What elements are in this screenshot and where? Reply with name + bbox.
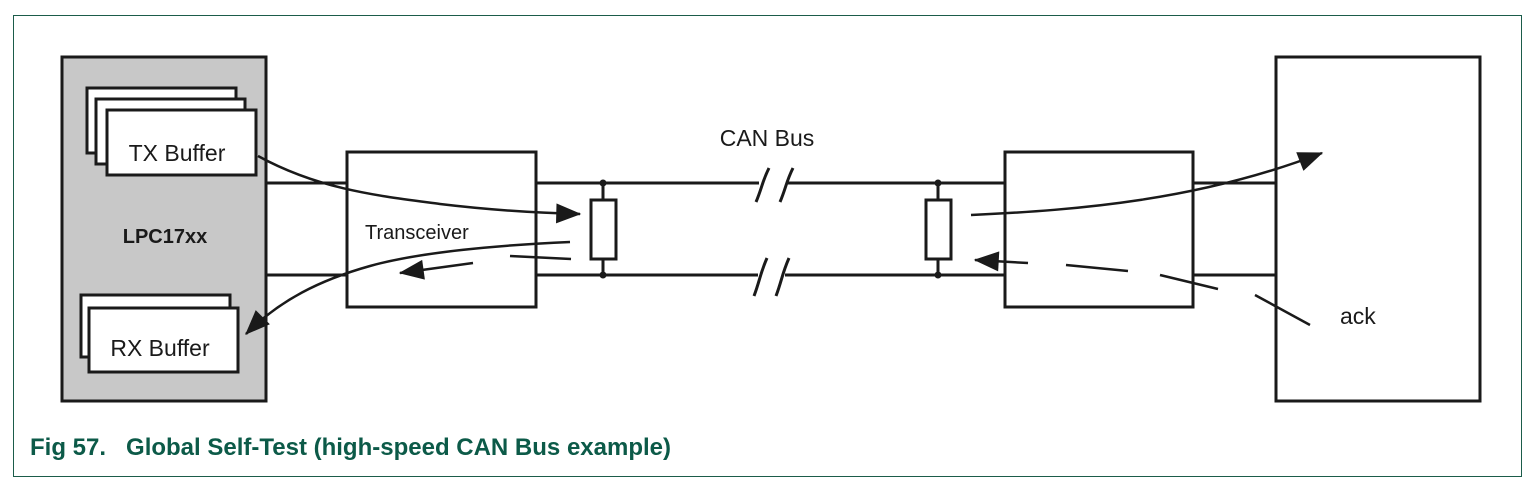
loopback-arrow-segment [398, 259, 474, 280]
rx-buffer-label: RX Buffer [110, 335, 210, 361]
ack-arrow [973, 251, 1311, 327]
transceiver-label: Transceiver [365, 222, 469, 244]
termination-resistor-right [924, 179, 953, 279]
tx-path-arrow [257, 154, 582, 224]
can-bus-label: CAN Bus [720, 125, 815, 151]
remote-transceiver-block [1003, 150, 1195, 309]
chip-label: LPC17xx [123, 226, 208, 248]
remote-node-block [1274, 55, 1482, 403]
can-bus-lines [536, 181, 1005, 277]
rx-buffer-stack: RX Buffer [79, 293, 240, 374]
tx-buffer-label: TX Buffer [129, 140, 226, 166]
rx-path-arrow [245, 240, 571, 335]
ack-label: ack [1340, 303, 1376, 329]
tx-buffer-stack: TX Buffer [85, 86, 258, 177]
transceiver-block [345, 150, 538, 309]
bus-break-marks [752, 167, 795, 297]
remote-receive-arrow [970, 151, 1324, 217]
termination-resistor-left [589, 179, 618, 279]
rx-feed-line [509, 254, 572, 261]
figure-caption: Fig 57. Global Self-Test (high-speed CAN… [30, 434, 671, 461]
figure-frame [13, 15, 1522, 477]
